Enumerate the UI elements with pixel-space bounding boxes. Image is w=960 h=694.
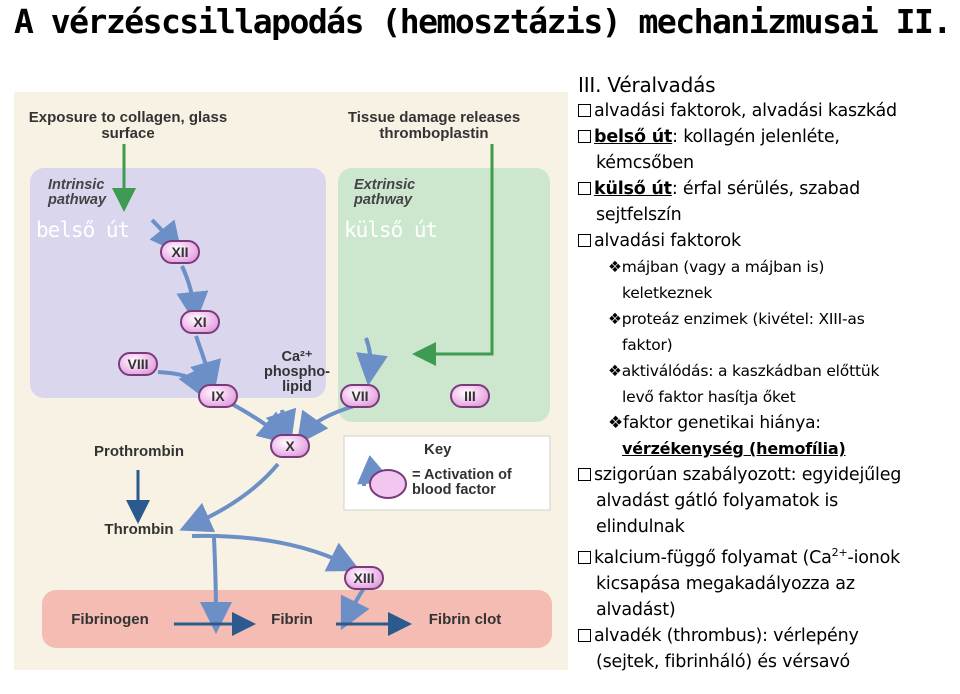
bullet-calcium: kalcium-függő folyamat (Ca2+-ionok bbox=[578, 540, 960, 571]
checkbox-bullet-icon bbox=[578, 234, 591, 247]
fibrin-clot-label: Fibrin clot bbox=[428, 611, 502, 628]
checkbox-bullet-icon bbox=[578, 104, 591, 117]
bullet-extrinsic-cont: sejtfelszín bbox=[596, 205, 682, 225]
key-description: = Activation of blood factor bbox=[412, 467, 512, 499]
bullet-thrombus: alvadék (thrombus): vérlepény bbox=[578, 623, 960, 649]
sub-liver: ❖májban (vagy a májban is) bbox=[608, 258, 825, 276]
diamond-bullet-icon: ❖ bbox=[608, 413, 624, 433]
extrinsic-panel bbox=[338, 168, 550, 422]
sub-activation-cont: levő faktor hasítja őket bbox=[622, 388, 796, 406]
bullet-regulated-cont1: alvadást gátló folyamatok is bbox=[596, 491, 839, 511]
sub-activation: ❖aktiválódás: a kaszkádban előttük bbox=[608, 362, 880, 380]
bullet-intrinsic: belső út: kollagén jelenléte, bbox=[578, 124, 960, 150]
checkbox-bullet-icon bbox=[578, 550, 591, 564]
extrinsic-overlay-label: külső út bbox=[344, 218, 438, 242]
bullet-extrinsic: külső út: érfal sérülés, szabad bbox=[578, 176, 960, 202]
factor-vii: VII bbox=[340, 384, 380, 408]
bullet-calcium-cont1: kicsapása megakadályozza az bbox=[596, 573, 855, 594]
diamond-bullet-icon: ❖ bbox=[608, 310, 622, 328]
coagulation-cascade-diagram: Exposure to collagen, glass surface Tiss… bbox=[14, 92, 568, 670]
fibrinogen-label: Fibrinogen bbox=[71, 611, 149, 628]
prothrombin-label: Prothrombin bbox=[94, 443, 184, 460]
factor-viii: VIII bbox=[118, 352, 158, 376]
checkbox-bullet-icon bbox=[578, 628, 591, 642]
thromboplastin-label: Tissue damage releases thromboplastin bbox=[347, 109, 521, 142]
diagram-background bbox=[14, 92, 568, 670]
thrombin-label: Thrombin bbox=[104, 521, 174, 538]
sub-deficiency: ❖faktor genetikai hiánya: bbox=[608, 413, 821, 433]
checkbox-bullet-icon bbox=[578, 182, 591, 195]
factor-xiii: XIII bbox=[344, 566, 384, 590]
intrinsic-pathway-label: Intrinsic pathway bbox=[48, 177, 107, 209]
sub-protease-cont: faktor) bbox=[622, 336, 673, 354]
bullet-cascade: alvadási faktorok, alvadási kaszkád bbox=[578, 98, 960, 124]
cofactor-label: Ca²⁺ phospho-lipid bbox=[263, 349, 331, 396]
fibrin-band bbox=[42, 590, 552, 648]
factor-xi: XI bbox=[180, 310, 220, 334]
bullet-calcium-cont2: alvadást) bbox=[596, 599, 676, 620]
bullet-factors: alvadási faktorok bbox=[578, 228, 960, 254]
bullet-regulated-cont2: elindulnak bbox=[596, 517, 685, 537]
section-heading: III. Véralvadás bbox=[578, 73, 716, 97]
key-title: Key bbox=[424, 441, 452, 458]
sub-liver-cont: keletkeznek bbox=[622, 284, 713, 302]
collagen-exposure-label: Exposure to collagen, glass surface bbox=[28, 109, 228, 142]
diamond-bullet-icon: ❖ bbox=[608, 362, 622, 380]
bullet-regulated: szigorúan szabályozott: egyidejűleg bbox=[578, 462, 960, 488]
diamond-bullet-icon: ❖ bbox=[608, 258, 622, 276]
factor-x: X bbox=[270, 434, 310, 458]
notes-column: III. Véralvadás alvadási faktorok, alvad… bbox=[578, 72, 960, 675]
sub-protease: ❖proteáz enzimek (kivétel: XIII-as bbox=[608, 310, 865, 328]
factor-ix: IX bbox=[198, 384, 238, 408]
factor-iii: III bbox=[450, 384, 490, 408]
checkbox-bullet-icon bbox=[578, 468, 591, 481]
checkbox-bullet-icon bbox=[578, 130, 591, 143]
bullet-intrinsic-cont: kémcsőben bbox=[596, 153, 694, 173]
page-title: A vérzéscsillapodás (hemosztázis) mechan… bbox=[14, 2, 952, 41]
factor-xii: XII bbox=[160, 240, 200, 264]
sub-deficiency-cont: vérzékenység (hemofília) bbox=[622, 439, 846, 458]
intrinsic-overlay-label: belső út bbox=[36, 218, 130, 242]
bullet-thrombus-cont: (sejtek, fibrinháló) és vérsavó bbox=[596, 651, 850, 672]
intrinsic-panel bbox=[30, 168, 326, 398]
extrinsic-pathway-label: Extrinsic pathway bbox=[354, 177, 416, 209]
fibrin-label: Fibrin bbox=[271, 611, 313, 628]
